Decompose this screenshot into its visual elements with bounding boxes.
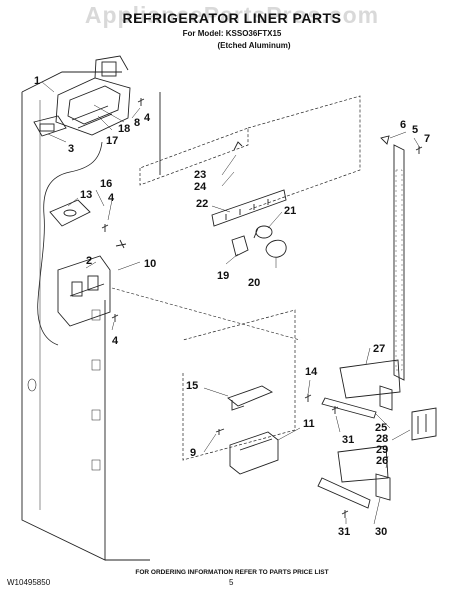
top-housing-assembly bbox=[55, 55, 131, 136]
light-bulb bbox=[253, 225, 273, 239]
callout-6: 6 bbox=[400, 119, 406, 131]
shelf-trim-upper bbox=[321, 359, 401, 419]
callout-4-mid: 4 bbox=[108, 192, 115, 204]
screws bbox=[101, 98, 423, 518]
callout-22: 22 bbox=[196, 198, 208, 210]
callout-28: 28 bbox=[376, 433, 388, 445]
page-number: 5 bbox=[229, 578, 234, 587]
callout-10: 10 bbox=[144, 258, 156, 270]
callout-31-upper: 31 bbox=[342, 434, 354, 446]
callout-14: 14 bbox=[305, 366, 318, 378]
callout-18: 18 bbox=[118, 123, 130, 135]
control-housing bbox=[57, 255, 111, 327]
callout-4-top: 4 bbox=[144, 112, 151, 124]
model-label: For Model: KSSO36FTX15 bbox=[182, 29, 282, 38]
light-module bbox=[33, 115, 67, 137]
shelf-trim-lower bbox=[317, 445, 391, 509]
callout-labels: 1 18 17 8 4 3 16 13 4 2 10 4 23 24 22 21… bbox=[34, 75, 430, 538]
dashed-lower-box bbox=[182, 309, 296, 461]
callout-1: 1 bbox=[34, 75, 40, 87]
callout-13: 13 bbox=[80, 189, 92, 201]
callout-26: 26 bbox=[376, 455, 388, 467]
callout-16: 16 bbox=[100, 178, 112, 190]
callout-19: 19 bbox=[217, 270, 229, 282]
callout-3: 3 bbox=[68, 143, 74, 155]
callout-17: 17 bbox=[106, 135, 118, 147]
callout-11: 11 bbox=[303, 418, 315, 430]
finish-label: (Etched Aluminum) bbox=[217, 41, 291, 50]
liner-body bbox=[21, 71, 161, 561]
callout-20: 20 bbox=[248, 277, 260, 289]
switch-bracket bbox=[49, 199, 91, 227]
light-lens bbox=[211, 189, 287, 227]
dashed-leader bbox=[111, 287, 301, 341]
callout-4-low: 4 bbox=[112, 335, 119, 347]
shelf-end-cap bbox=[411, 407, 437, 441]
shelf-bracket bbox=[227, 385, 273, 411]
ordering-note: FOR ORDERING INFORMATION REFER TO PARTS … bbox=[135, 569, 329, 576]
callout-27: 27 bbox=[373, 343, 385, 355]
callout-7: 7 bbox=[424, 133, 430, 145]
watermark: AppliancePartsPros.com bbox=[84, 2, 380, 28]
lamp-cover bbox=[265, 239, 287, 258]
lamp-socket bbox=[231, 235, 249, 257]
callout-8: 8 bbox=[134, 117, 140, 129]
reservoir bbox=[229, 431, 279, 475]
callout-5: 5 bbox=[412, 124, 418, 136]
dashed-dispenser-box bbox=[139, 95, 361, 211]
callout-21: 21 bbox=[284, 205, 296, 217]
callout-9: 9 bbox=[190, 447, 196, 459]
callout-29: 29 bbox=[376, 444, 388, 456]
callout-15: 15 bbox=[186, 380, 198, 392]
callout-31-lower: 31 bbox=[338, 526, 350, 538]
vertical-rail bbox=[393, 144, 405, 381]
document-number: W10495850 bbox=[7, 578, 51, 587]
page-title: REFRIGERATOR LINER PARTS bbox=[122, 10, 342, 26]
callout-23: 23 bbox=[194, 169, 206, 181]
callout-25: 25 bbox=[375, 422, 387, 434]
wire-harness bbox=[37, 141, 103, 346]
callout-30: 30 bbox=[375, 526, 387, 538]
callout-2: 2 bbox=[86, 255, 92, 267]
callout-24: 24 bbox=[194, 181, 207, 193]
leader-lines bbox=[41, 81, 421, 525]
